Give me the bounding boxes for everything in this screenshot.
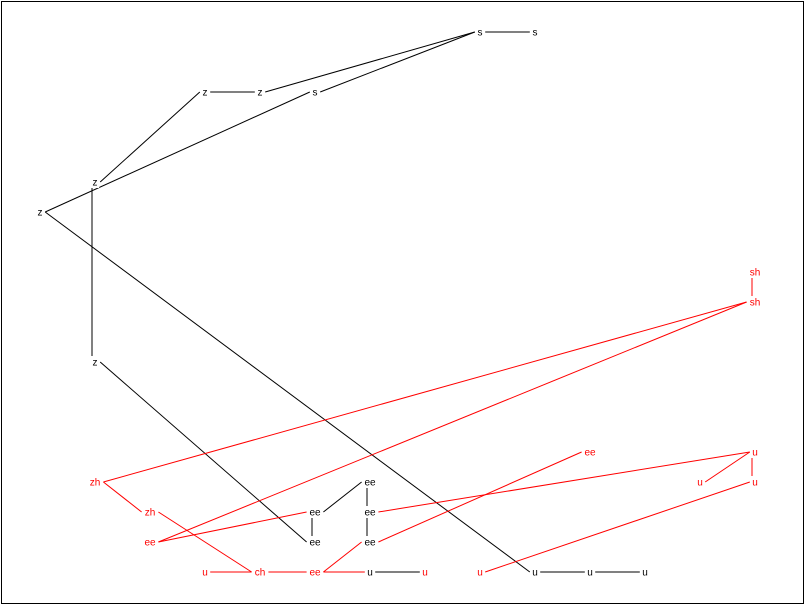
- node-z5: z: [93, 358, 98, 369]
- node-bg-z2: [255, 86, 265, 98]
- edge-sh2-zh1: [103, 301, 747, 483]
- node-u1: u: [367, 568, 373, 579]
- edge-s1-s3: [320, 31, 475, 93]
- node-bg-ee8: [307, 566, 323, 578]
- node-bg-s2: [530, 26, 540, 38]
- node-bg-u5: [750, 446, 760, 458]
- node-bg-u7: [695, 476, 705, 488]
- node-ee3: ee: [309, 538, 321, 549]
- node-bg-zh1: [87, 476, 103, 488]
- node-bg-s1: [475, 26, 485, 38]
- node-bg-sh1: [747, 266, 763, 278]
- node-bg-ee2: [307, 506, 323, 518]
- edge-layer: [44, 31, 753, 573]
- node-s2: s: [533, 28, 538, 39]
- node-u7: u: [697, 478, 703, 489]
- node-bg-u6: [750, 476, 760, 488]
- edge-ee7-ee2: [158, 511, 307, 543]
- node-bg-sh2: [747, 296, 763, 308]
- node-bg-ee4: [362, 506, 378, 518]
- node-bg-ee3: [307, 536, 323, 548]
- node-zh2: zh: [145, 508, 156, 519]
- node-u4: u: [642, 568, 648, 579]
- node-bg-u1: [365, 566, 375, 578]
- node-u9: u: [477, 568, 483, 579]
- edge-ee4-u5: [378, 451, 750, 513]
- node-u8: u: [202, 568, 208, 579]
- node-bg-s3: [310, 86, 320, 98]
- edge-s3-z4: [44, 91, 311, 213]
- node-s1: s: [478, 28, 483, 39]
- node-u10: u: [422, 568, 428, 579]
- node-ee1: ee: [364, 478, 376, 489]
- node-bg-ee7: [142, 536, 158, 548]
- node-bg-z3: [90, 176, 100, 188]
- edge-sh2-ee7: [158, 301, 747, 543]
- edge-ee8-ee5: [323, 541, 362, 573]
- edge-s1-z2: [265, 31, 475, 93]
- node-s3: s: [313, 88, 318, 99]
- node-u3: u: [587, 568, 593, 579]
- edge-z5-ee3: [99, 361, 307, 543]
- node-bg-u2: [530, 566, 540, 578]
- node-bg-zh2: [142, 506, 158, 518]
- node-z2: z: [258, 88, 263, 99]
- node-bg-u10: [420, 566, 430, 578]
- node-ee5: ee: [364, 538, 376, 549]
- node-ee8: ee: [309, 568, 321, 579]
- edge-ee1-ee2: [323, 481, 362, 513]
- node-bg-u8: [200, 566, 210, 578]
- node-zh1: zh: [90, 478, 101, 489]
- edge-u6-u9: [485, 481, 750, 573]
- edge-z4-u2: [44, 211, 531, 573]
- edge-ee5-ee6: [378, 451, 582, 543]
- edge-zh1-zh2: [103, 481, 142, 513]
- node-ee2: ee: [309, 508, 321, 519]
- node-bg-ch1: [252, 566, 268, 578]
- node-u6: u: [752, 478, 758, 489]
- node-layer: s s z z s z z z ee ee ee ee ee u u u u sh sh ee u u u zh zh ee u ch…: [35, 26, 763, 579]
- node-ee6: ee: [584, 448, 596, 459]
- node-bg-ee6: [582, 446, 598, 458]
- node-bg-z4: [35, 206, 45, 218]
- node-bg-u3: [585, 566, 595, 578]
- node-ee7: ee: [144, 538, 156, 549]
- edge-z1-z3: [99, 91, 201, 183]
- node-bg-u9: [475, 566, 485, 578]
- node-u5: u: [752, 448, 758, 459]
- node-z3: z: [93, 178, 98, 189]
- node-bg-ee1: [362, 476, 378, 488]
- node-sh2: sh: [750, 298, 761, 309]
- node-bg-z1: [200, 86, 210, 98]
- edge-u5-u7: [704, 451, 751, 483]
- node-bg-u4: [640, 566, 650, 578]
- node-bg-z5: [90, 356, 100, 368]
- edge-zh2-ch1: [158, 511, 252, 573]
- node-ch1: ch: [255, 568, 266, 579]
- node-ee4: ee: [364, 508, 376, 519]
- node-z4: z: [38, 208, 43, 219]
- node-sh1: sh: [750, 268, 761, 279]
- node-z1: z: [203, 88, 208, 99]
- node-bg-ee5: [362, 536, 378, 548]
- node-u2: u: [532, 568, 538, 579]
